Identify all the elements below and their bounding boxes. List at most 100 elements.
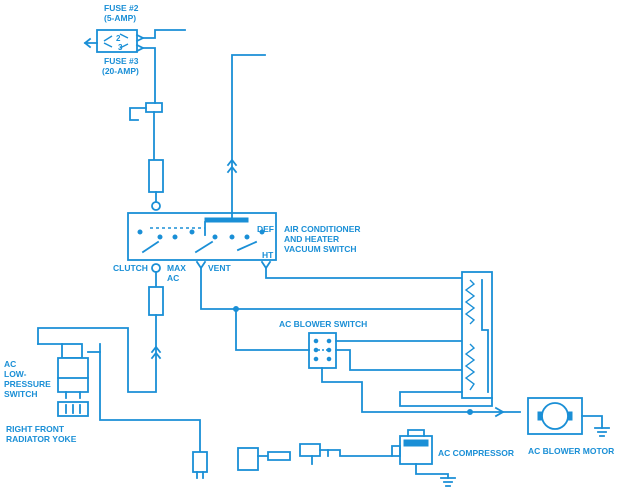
switch-terminal-top [151, 201, 161, 211]
harness-lead [257, 451, 291, 461]
switch-label-2: AND HEATER [284, 234, 339, 244]
lps-label-3: PRESSURE [4, 379, 51, 389]
ac-label: AC [167, 273, 179, 283]
yoke-pins [65, 404, 81, 414]
resistor-rail [481, 279, 489, 393]
ac-compressor [391, 429, 456, 487]
wiper-ht [236, 240, 258, 252]
compressor-harness [237, 443, 393, 471]
radiator-yoke-connector [57, 401, 89, 417]
resistor-coil [464, 279, 476, 325]
wire-blower-med [335, 349, 463, 371]
plug-upper [148, 159, 164, 193]
contact-dot [212, 234, 218, 240]
motor-ground-wire [581, 415, 603, 429]
connector-pins [196, 471, 204, 479]
clutch-terminal [151, 263, 161, 273]
wire-to-compressor [319, 449, 393, 457]
wire-fuse-to-top [142, 29, 186, 39]
clutch-label: CLUTCH [113, 263, 148, 273]
switch-label-1: AIR CONDITIONER [284, 224, 361, 234]
motor-ground-icon [594, 427, 610, 437]
wire-blower-low [321, 367, 521, 413]
contact-dot [137, 229, 143, 235]
wire-fuse-main-feed [142, 47, 156, 104]
max-label: MAX [167, 263, 186, 273]
lps-label-1: AC [4, 359, 16, 369]
lps-leads [65, 391, 81, 399]
plug-lower [148, 286, 164, 316]
fuse2-label: FUSE #2 [104, 3, 139, 13]
contact-dot [244, 234, 250, 240]
fuse-pin-2: 2 [116, 34, 121, 43]
junction-motor [467, 409, 473, 415]
harness-socket [299, 443, 321, 457]
ac-low-pressure-switch [37, 343, 89, 399]
blower-contact [313, 347, 319, 353]
blower-contact [326, 347, 332, 353]
contact-dot [189, 229, 195, 235]
connector-body [192, 451, 208, 473]
ac-blower-motor [527, 397, 610, 437]
chevrons-def [226, 158, 238, 174]
compressor-label: AC COMPRESSOR [438, 448, 514, 458]
blower-contact [313, 356, 319, 362]
contact-dot [157, 234, 163, 240]
blower-contact [313, 338, 319, 344]
vent-label: VENT [208, 263, 231, 273]
fuse-link [103, 33, 129, 49]
wiper-vent [194, 240, 214, 254]
wire-ht-to-resistor [265, 267, 463, 279]
yoke-label-2: RADIATOR YOKE [6, 434, 77, 444]
connector-bottom-left [192, 451, 208, 479]
contact-dot [172, 234, 178, 240]
blower-contact [326, 338, 332, 344]
lps-label-2: LOW- [4, 369, 27, 379]
lps-body [57, 357, 89, 379]
yoke-label-1: RIGHT FRONT [6, 424, 65, 434]
lps-label-4: SWITCH [4, 389, 38, 399]
fuse-input-arrow [83, 37, 98, 49]
blower-resistor [461, 271, 493, 399]
wire-vent-to-blower-switch [235, 308, 310, 351]
compressor-clutch [391, 445, 401, 457]
blower-switch-label: AC BLOWER SWITCH [279, 319, 367, 329]
connector-body [145, 102, 163, 113]
blower-contact [326, 356, 332, 362]
wire-lps-to-compressor [99, 343, 201, 453]
vacuum-switch-body [127, 212, 277, 261]
wire-vent [200, 267, 463, 310]
wiper-clutch [141, 240, 160, 254]
motor-armature [541, 402, 569, 430]
fuse-block: FUSE #2 (5-AMP) 2 3 FUSE #3 (20-AMP) [83, 3, 146, 76]
contact-dot [259, 229, 265, 235]
switch-label-3: VACUUM SWITCH [284, 244, 357, 254]
wire-resistor-out [399, 391, 493, 407]
harness-plug [237, 447, 259, 471]
lps-top [61, 343, 83, 359]
compressor-fins [403, 439, 429, 447]
fuse3-label: FUSE #3 [104, 56, 139, 66]
compressor-ground-wire [415, 463, 449, 479]
resistor-coil [464, 343, 476, 391]
def-contact-bar [204, 217, 249, 223]
contact-dot [229, 234, 235, 240]
vacuum-switch: DEF HT [127, 212, 277, 261]
ht-label: HT [262, 250, 274, 260]
fuse2-rating: (5-AMP) [104, 13, 136, 23]
chevrons-clutch [150, 345, 162, 360]
blower-motor-label: AC BLOWER MOTOR [528, 446, 614, 456]
wire-clutch-loop [37, 314, 157, 393]
compressor-top [407, 429, 425, 437]
lps-base [57, 377, 89, 393]
motor-brushes [537, 411, 573, 421]
compressor-ground-icon [440, 477, 456, 487]
ac-blower-switch [308, 332, 337, 369]
wire-def-to-top [231, 54, 266, 219]
arrow-to-motor [494, 406, 505, 418]
inline-connector-upper [129, 102, 163, 161]
def-label: DEF [257, 224, 274, 234]
connector-lead [129, 107, 147, 121]
harness-leads [311, 449, 329, 465]
